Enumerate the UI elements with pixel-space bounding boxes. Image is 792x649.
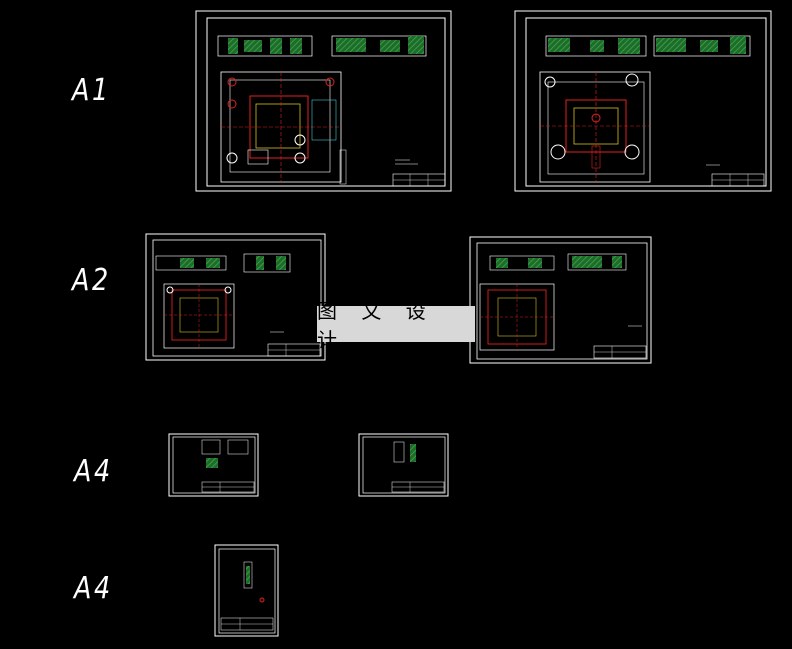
label-a1: A1 xyxy=(72,73,111,108)
section-view-a2-left xyxy=(155,253,291,273)
sheet-a2-left[interactable] xyxy=(145,233,326,361)
sheet-a2-right[interactable] xyxy=(469,236,652,364)
sheet-a4-3[interactable] xyxy=(214,544,279,637)
plan-view-left xyxy=(220,71,347,185)
section-view-right xyxy=(545,35,751,57)
section-view-a2-right xyxy=(489,253,627,271)
title-block-left xyxy=(392,159,446,187)
plan-view-right xyxy=(539,71,651,183)
watermark-banner: 图 文 设 计 xyxy=(317,299,475,352)
title-block-right xyxy=(706,164,765,187)
plan-view-a2-left xyxy=(163,283,235,349)
title-block-a2-left xyxy=(267,331,321,357)
label-a4-row1: A4 xyxy=(74,454,113,489)
label-a2: A2 xyxy=(72,263,111,298)
sheet-a1-right[interactable] xyxy=(514,10,772,192)
sheet-a4-1[interactable] xyxy=(168,433,259,497)
section-view-left xyxy=(217,35,427,57)
label-a4-row2: A4 xyxy=(74,571,113,606)
sheet-a4-2[interactable] xyxy=(358,433,449,497)
sheet-a1-left[interactable] xyxy=(195,10,452,192)
plan-view-a2-right xyxy=(479,283,555,351)
title-block-a2-right xyxy=(593,325,647,359)
